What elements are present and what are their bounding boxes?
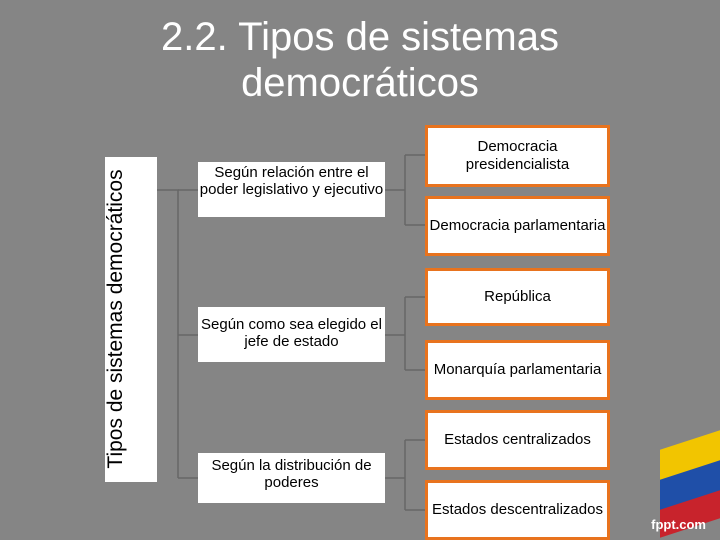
leaf-box: Estados centralizados	[425, 410, 610, 470]
leaf-label: Estados centralizados	[444, 431, 591, 448]
branch-box-2: Según como sea elegido el jefe de estado	[198, 307, 385, 362]
leaf-box: Democracia parlamentaria	[425, 196, 610, 256]
leaf-label: Democracia parlamentaria	[429, 217, 606, 234]
leaf-label: Monarquía parlamentaria	[433, 361, 602, 378]
brand-logo: fppt.com	[651, 517, 706, 532]
branch-box-3: Según la distribución de poderes	[198, 453, 385, 503]
branch-label: Según como sea elegido el jefe de estado	[201, 316, 382, 350]
branch-box-1: Según relación entre el poder legislativ…	[198, 162, 385, 217]
leaf-box: Estados descentralizados	[425, 480, 610, 540]
leaf-label: República	[484, 288, 551, 305]
leaf-box: Democracia presidencialista	[425, 125, 610, 187]
branch-label: Según relación entre el poder legislativ…	[199, 164, 384, 198]
root-box	[105, 157, 157, 482]
leaf-label: Estados descentralizados	[432, 501, 603, 518]
leaf-label: Democracia presidencialista	[465, 138, 570, 173]
branch-label: Según la distribución de poderes	[211, 457, 372, 491]
leaf-box: Monarquía parlamentaria	[425, 340, 610, 400]
root-label: Tipos de sistemas democráticos	[104, 169, 127, 469]
slide-title: 2.2. Tipos de sistemas democráticos	[161, 15, 559, 105]
leaf-box: República	[425, 268, 610, 326]
